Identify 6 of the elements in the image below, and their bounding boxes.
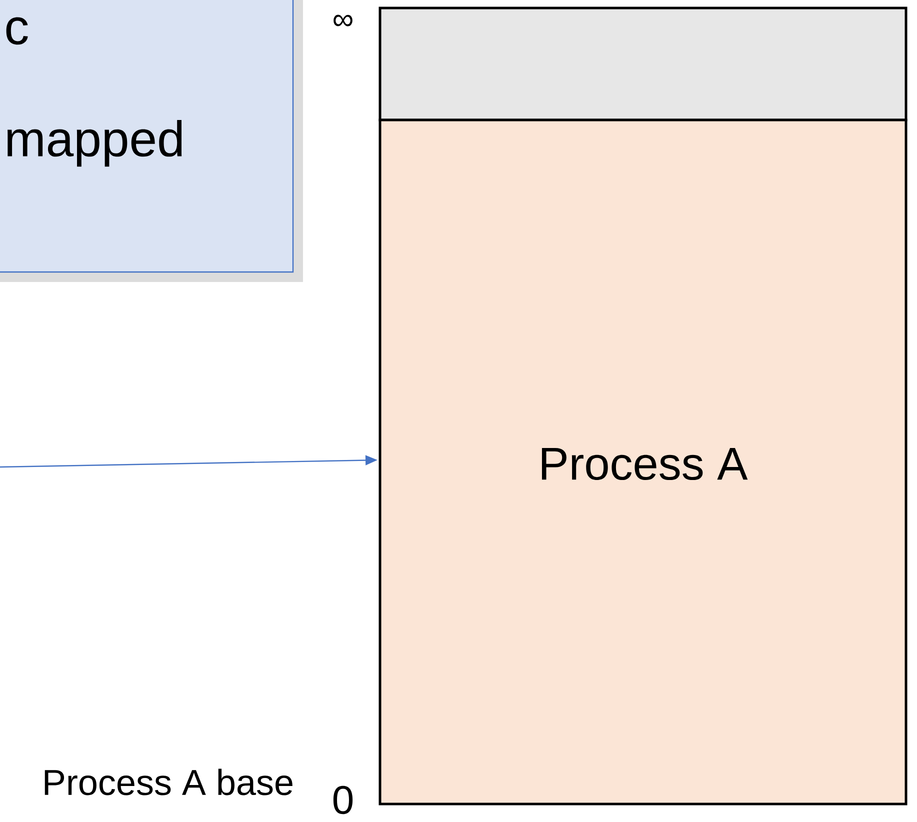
memory-band — [378, 6, 908, 122]
address-label: 0 — [333, 786, 353, 814]
text-box: c mapped — [0, 0, 303, 282]
process-region: Process A — [378, 118, 908, 806]
infinity-label: ∞ — [334, 14, 352, 26]
base-label: Process A base — [44, 768, 292, 796]
